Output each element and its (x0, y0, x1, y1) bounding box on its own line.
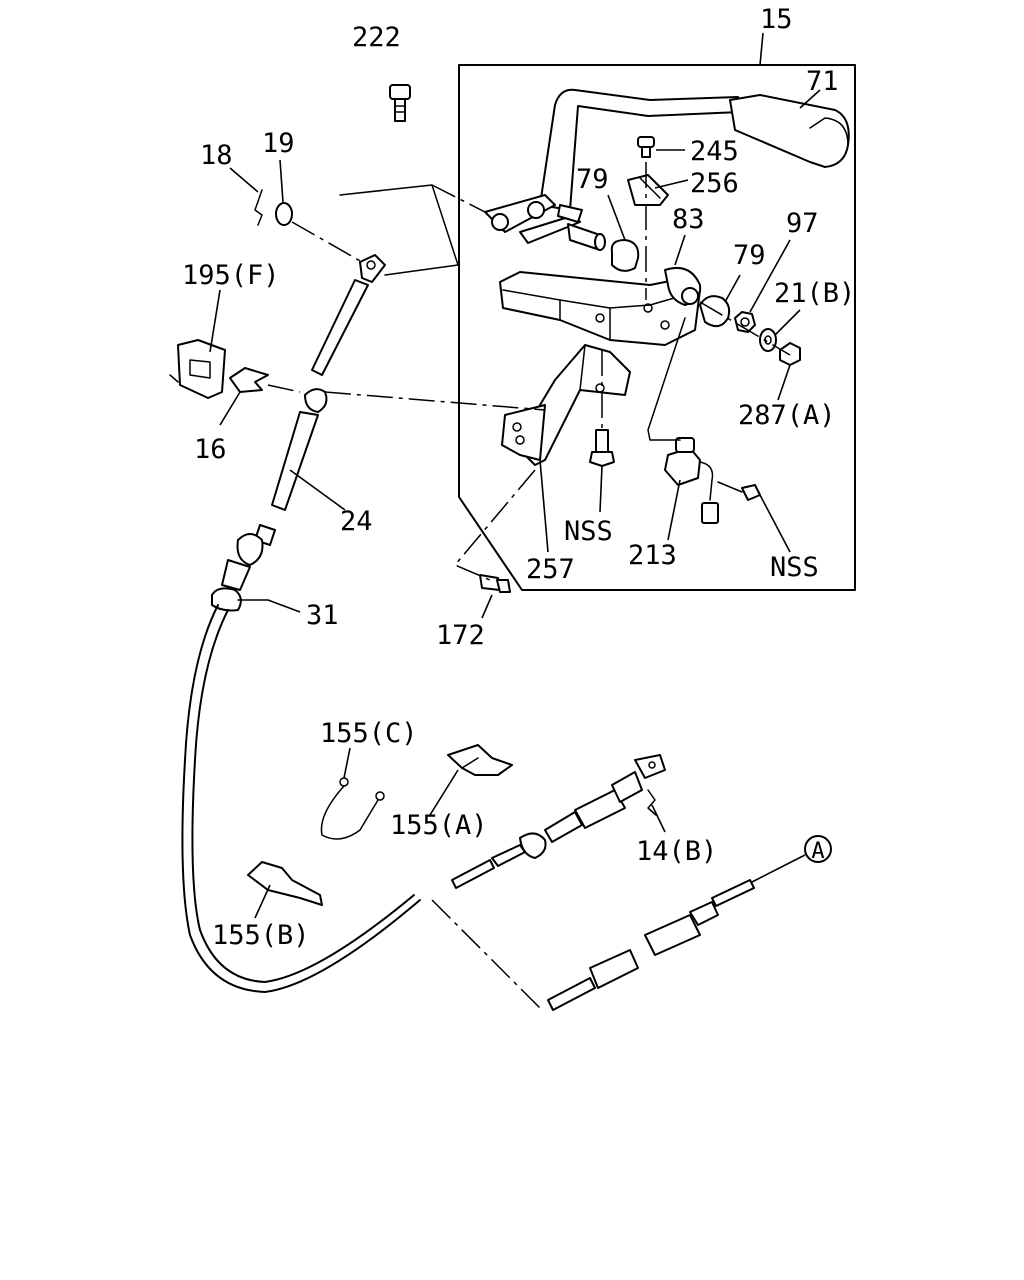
cable-end-a (547, 835, 832, 1011)
pivot-pins (484, 194, 606, 251)
clip-155c (320, 747, 385, 840)
callout-79-right: 79 (733, 240, 766, 271)
cable-14b (451, 754, 666, 889)
clip-16 (219, 367, 269, 426)
clip-155b (247, 861, 323, 919)
callout-nss-right: NSS (770, 552, 819, 583)
clip-256 (627, 174, 689, 206)
adjuster-31 (211, 587, 301, 613)
assembly-frame (458, 32, 856, 591)
callout-222: 222 (352, 22, 401, 53)
callout-155a: 155(A) (390, 810, 488, 841)
callout-172: 172 (436, 620, 485, 651)
callout-21b: 21(B) (774, 278, 855, 309)
pin-18 (229, 167, 263, 226)
nut-97 (734, 239, 791, 333)
callout-83: 83 (672, 204, 705, 235)
parking-brake-lever (539, 88, 850, 211)
callout-97: 97 (786, 208, 819, 239)
callout-24: 24 (340, 506, 373, 537)
callout-195f: 195(F) (182, 260, 280, 291)
callout-79-upper: 79 (576, 164, 609, 195)
callout-31: 31 (306, 600, 339, 631)
callout-287a: 287(A) (738, 400, 836, 431)
callout-labels: 15 71 222 245 256 79 83 97 79 21(B) 18 1… (182, 4, 855, 951)
sub-bracket (501, 344, 631, 553)
lever-bracket (499, 266, 702, 346)
callout-nss-center: NSS (564, 516, 613, 547)
clip-195f (169, 289, 226, 399)
washer-19 (275, 159, 293, 226)
switch-213 (647, 317, 719, 541)
nut-287a (777, 342, 801, 401)
screw-245 (637, 136, 685, 158)
callout-16: 16 (194, 434, 227, 465)
callout-14b: 14(B) (636, 836, 717, 867)
callout-15: 15 (760, 4, 793, 35)
callout-155b: 155(B) (212, 920, 310, 951)
callout-245: 245 (690, 136, 739, 167)
screw-nss-right (717, 481, 791, 553)
callout-18: 18 (200, 140, 233, 171)
callout-155c: 155(C) (320, 718, 418, 749)
cable-24 (221, 254, 386, 591)
callout-71: 71 (806, 66, 839, 97)
callout-257: 257 (526, 554, 575, 585)
callout-19: 19 (262, 128, 295, 159)
bushing-79-upper (607, 194, 640, 272)
bolt-222 (389, 84, 411, 122)
cable-sweep (181, 604, 421, 993)
bolt-172 (453, 469, 536, 619)
bolt-nss-center (589, 350, 615, 513)
washer-21b (759, 309, 801, 352)
callout-a: A (811, 839, 824, 864)
bushing-79-right (699, 274, 741, 328)
clip-155a (429, 744, 513, 816)
callout-213: 213 (628, 540, 677, 571)
callout-256: 256 (690, 168, 739, 199)
